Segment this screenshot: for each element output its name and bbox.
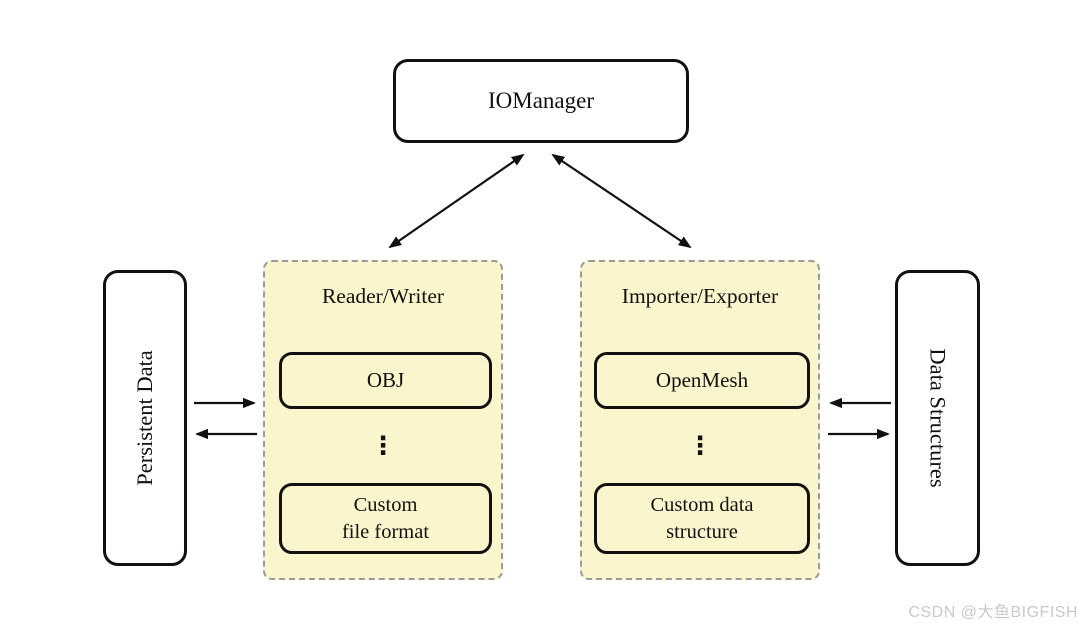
- watermark: CSDN @大鱼BIGFISH: [908, 604, 1078, 621]
- reader-writer-ellipsis-icon: ⋮: [370, 431, 396, 460]
- importer-exporter-title: Importer/Exporter: [621, 284, 779, 308]
- data-structures-label: Data Structures: [925, 348, 951, 488]
- importer-exporter-ellipsis-icon: ⋮: [687, 431, 713, 460]
- openmesh-label: OpenMesh: [655, 368, 749, 392]
- reader-writer-panel: Reader/Writer OBJ ⋮ Custom file format: [263, 260, 503, 580]
- custom-file-format-label: Custom file format: [341, 493, 430, 543]
- reader-writer-title: Reader/Writer: [321, 284, 445, 308]
- data-structures-box: Data Structures: [895, 270, 980, 566]
- custom-data-structure-label: Custom data structure: [650, 493, 754, 543]
- persistent-data-box: Persistent Data: [103, 270, 187, 566]
- importer-exporter-panel: Importer/Exporter OpenMesh ⋮ Custom data…: [580, 260, 820, 580]
- iomanager-box: IOManager: [393, 59, 689, 143]
- openmesh-box: OpenMesh: [594, 352, 810, 409]
- arrow-iomanager-importerexporter: [551, 153, 692, 249]
- persistent-data-label: Persistent Data: [132, 350, 157, 486]
- iomanager-label: IOManager: [487, 88, 594, 113]
- custom-data-structure-box: Custom data structure: [594, 483, 810, 554]
- obj-box: OBJ: [279, 352, 492, 409]
- arrow-iomanager-readerwriter: [388, 153, 525, 249]
- custom-file-format-box: Custom file format: [279, 483, 492, 554]
- obj-label: OBJ: [366, 368, 405, 392]
